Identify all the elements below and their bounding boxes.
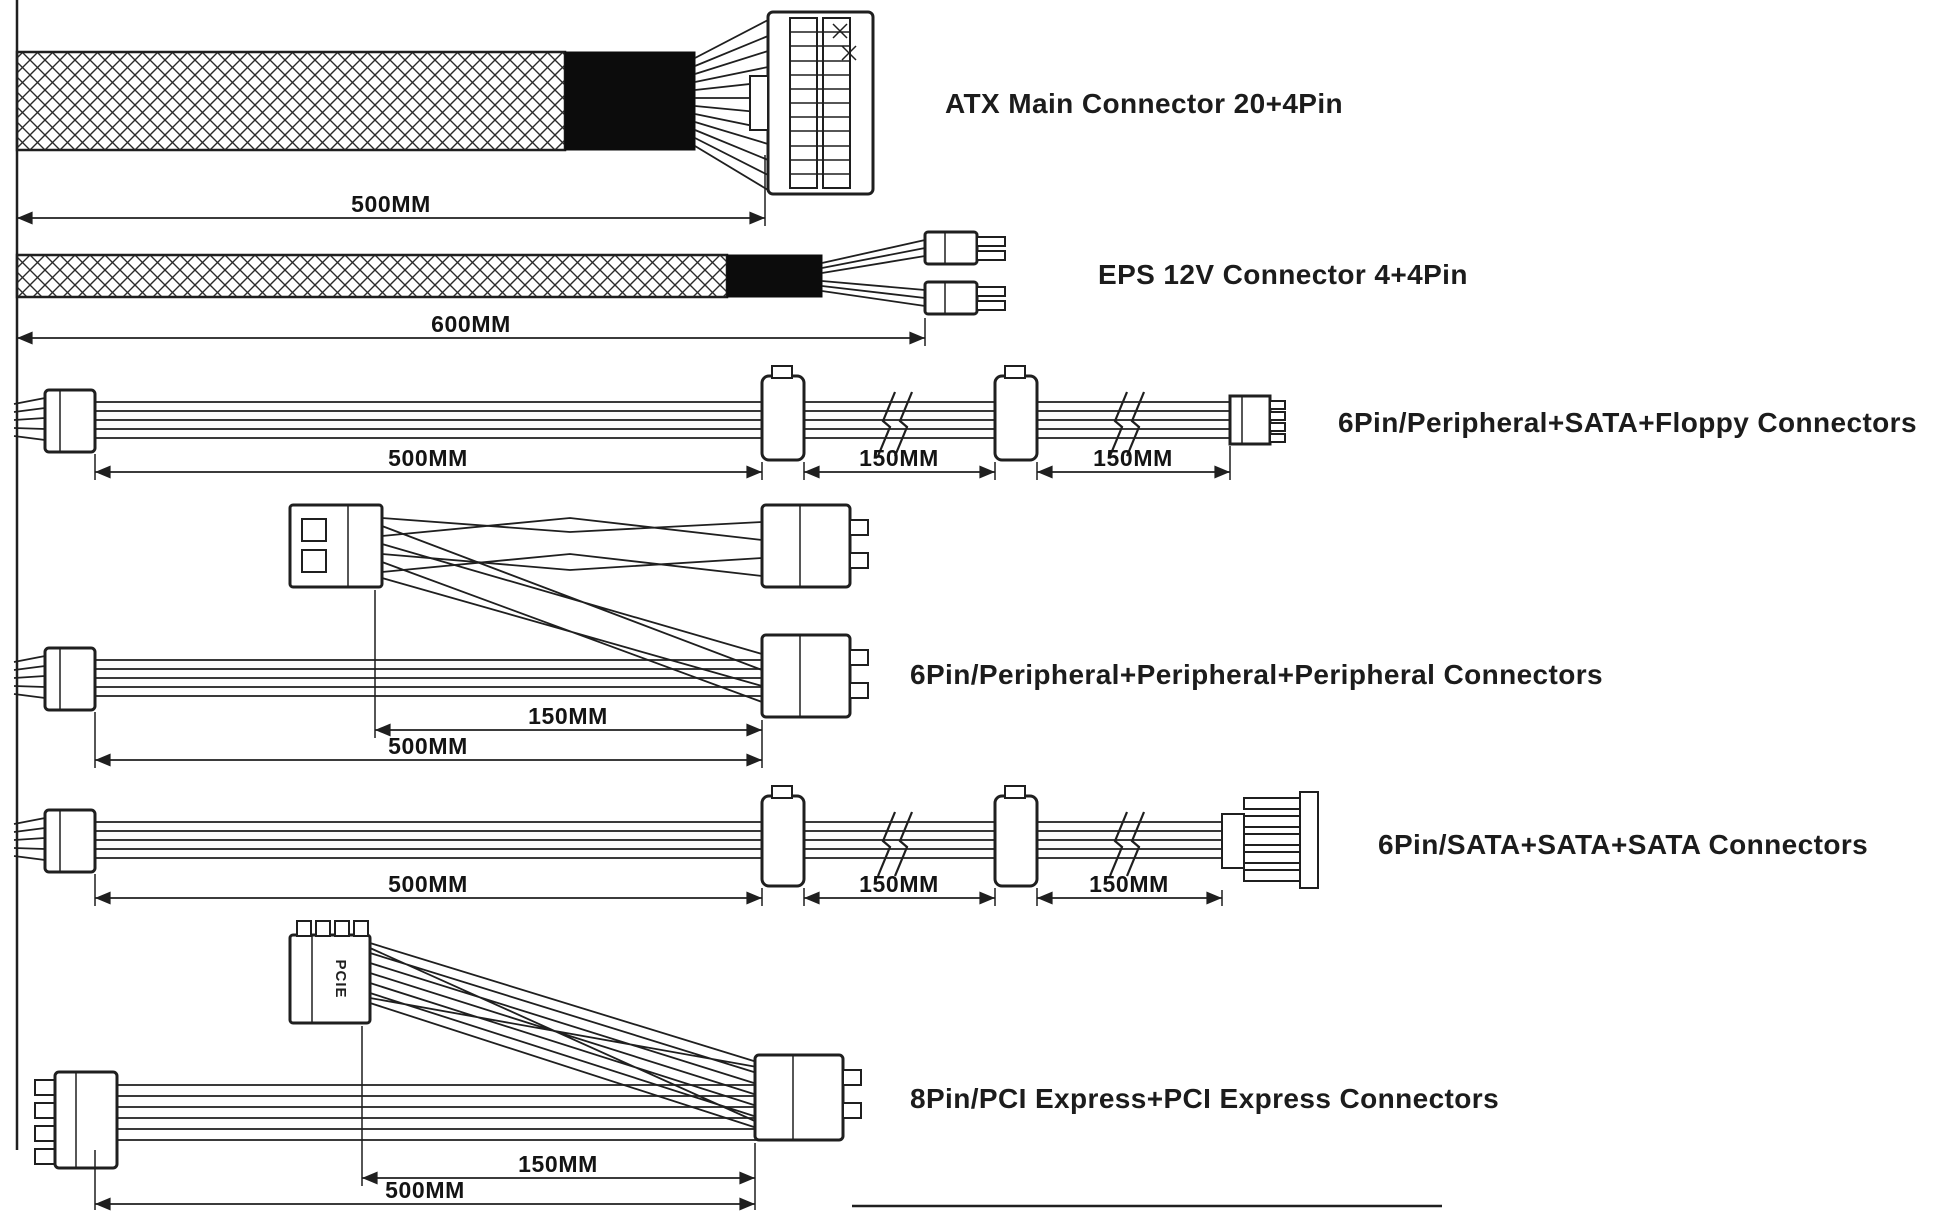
- pcie-plug-connector: PCIE: [288, 920, 372, 1025]
- ribbon-wires: [117, 1084, 757, 1141]
- dimension-row3: 500MM 150MM 150MM: [94, 445, 1231, 480]
- dim-text: 150MM: [528, 703, 608, 729]
- dim-text: 500MM: [388, 733, 468, 759]
- cable-label-triple-peripheral: 6Pin/Peripheral+Peripheral+Peripheral Co…: [910, 659, 1603, 690]
- dimension-row5: 500MM 150MM 150MM: [94, 871, 1223, 906]
- cable-peripheral-sata-floppy: 6Pin/Peripheral+SATA+Floppy Connectors 5…: [13, 365, 1917, 480]
- peripheral-end-connector-bottom: [760, 633, 869, 719]
- eps-connector-lower: [923, 280, 1006, 316]
- molex-peripheral-connector: [288, 503, 384, 589]
- cable-eps-12v: EPS 12V Connector 4+4Pin 600MM: [15, 230, 1468, 346]
- dimension-row4: 150MM 500MM: [94, 590, 763, 768]
- break-mark: [1108, 391, 1146, 457]
- dim-text: 500MM: [351, 191, 431, 217]
- eps-sleeve-band: [726, 254, 823, 298]
- inline-sata-connector: [993, 365, 1039, 462]
- atx-24pin-connector: [749, 10, 875, 196]
- six-pin-psu-connector: [13, 808, 97, 874]
- dim-text: 600MM: [431, 311, 511, 337]
- break-mark: [876, 391, 914, 457]
- atx-wire-fan: [694, 19, 769, 191]
- dimension-atx-500mm: 500MM: [17, 155, 766, 226]
- inline-sata-connector-2: [993, 785, 1039, 888]
- eps-braided-sleeve: [15, 253, 729, 299]
- dim-text: 150MM: [1089, 871, 1169, 897]
- peripheral-diagonal-wires: [381, 525, 763, 703]
- six-pin-psu-connector: [13, 646, 97, 712]
- six-pin-psu-connector: [13, 388, 97, 454]
- break-mark: [876, 811, 914, 877]
- atx-pin-marks: [832, 23, 857, 61]
- eps-wire-fan: [821, 239, 926, 307]
- peripheral-end-connector-top: [760, 503, 869, 589]
- dim-text: 500MM: [385, 1177, 465, 1203]
- cable-label-floppy-chain: 6Pin/Peripheral+SATA+Floppy Connectors: [1338, 407, 1917, 438]
- cable-label-triple-sata: 6Pin/SATA+SATA+SATA Connectors: [1378, 829, 1868, 860]
- pcie-marking-text: PCIE: [332, 959, 349, 998]
- dim-text: 150MM: [859, 445, 939, 471]
- ribbon-wires: [95, 401, 1232, 439]
- eps-connector-upper: [923, 230, 1006, 266]
- cable-label-dual-pcie: 8Pin/PCI Express+PCI Express Connectors: [910, 1083, 1499, 1114]
- dim-text: 150MM: [518, 1151, 598, 1177]
- break-mark: [1108, 811, 1146, 877]
- cable-label-eps: EPS 12V Connector 4+4Pin: [1098, 259, 1468, 290]
- atx-latch: [749, 75, 769, 131]
- inline-peripheral-connector-1: [760, 365, 806, 462]
- cable-atx-main: ATX Main Connector 20+4Pin 500MM: [15, 10, 1343, 226]
- dimension-row6: 150MM 500MM: [94, 1026, 756, 1211]
- inline-sata-connector-1: [760, 785, 806, 888]
- dim-text: 150MM: [1093, 445, 1173, 471]
- pcie-end-connector: [753, 1053, 862, 1142]
- cable-triple-sata: 6Pin/SATA+SATA+SATA Connectors 500MM 150…: [13, 785, 1868, 906]
- dimension-eps-600mm: 600MM: [17, 311, 926, 346]
- atx-sleeve-band: [564, 51, 696, 151]
- dim-text: 150MM: [859, 871, 939, 897]
- dim-text: 500MM: [388, 445, 468, 471]
- cable-dual-pcie: PCIE 8Pin/PCI Express+PCI Express Connec…: [34, 920, 1499, 1211]
- peripheral-cross-wires-top: [381, 517, 763, 577]
- sata-end-connector: [1221, 791, 1319, 889]
- atx-braided-sleeve: [15, 50, 567, 152]
- floppy-connector: [1228, 394, 1286, 446]
- cable-label-atx: ATX Main Connector 20+4Pin: [945, 88, 1343, 119]
- dim-text: 500MM: [388, 871, 468, 897]
- cable-triple-peripheral: 6Pin/Peripheral+Peripheral+Peripheral Co…: [13, 503, 1603, 768]
- ribbon-wires: [95, 659, 762, 697]
- eight-pin-psu-connector: [34, 1070, 119, 1170]
- pcie-diagonal-wires: [369, 942, 758, 1129]
- ribbon-wires: [95, 821, 1225, 859]
